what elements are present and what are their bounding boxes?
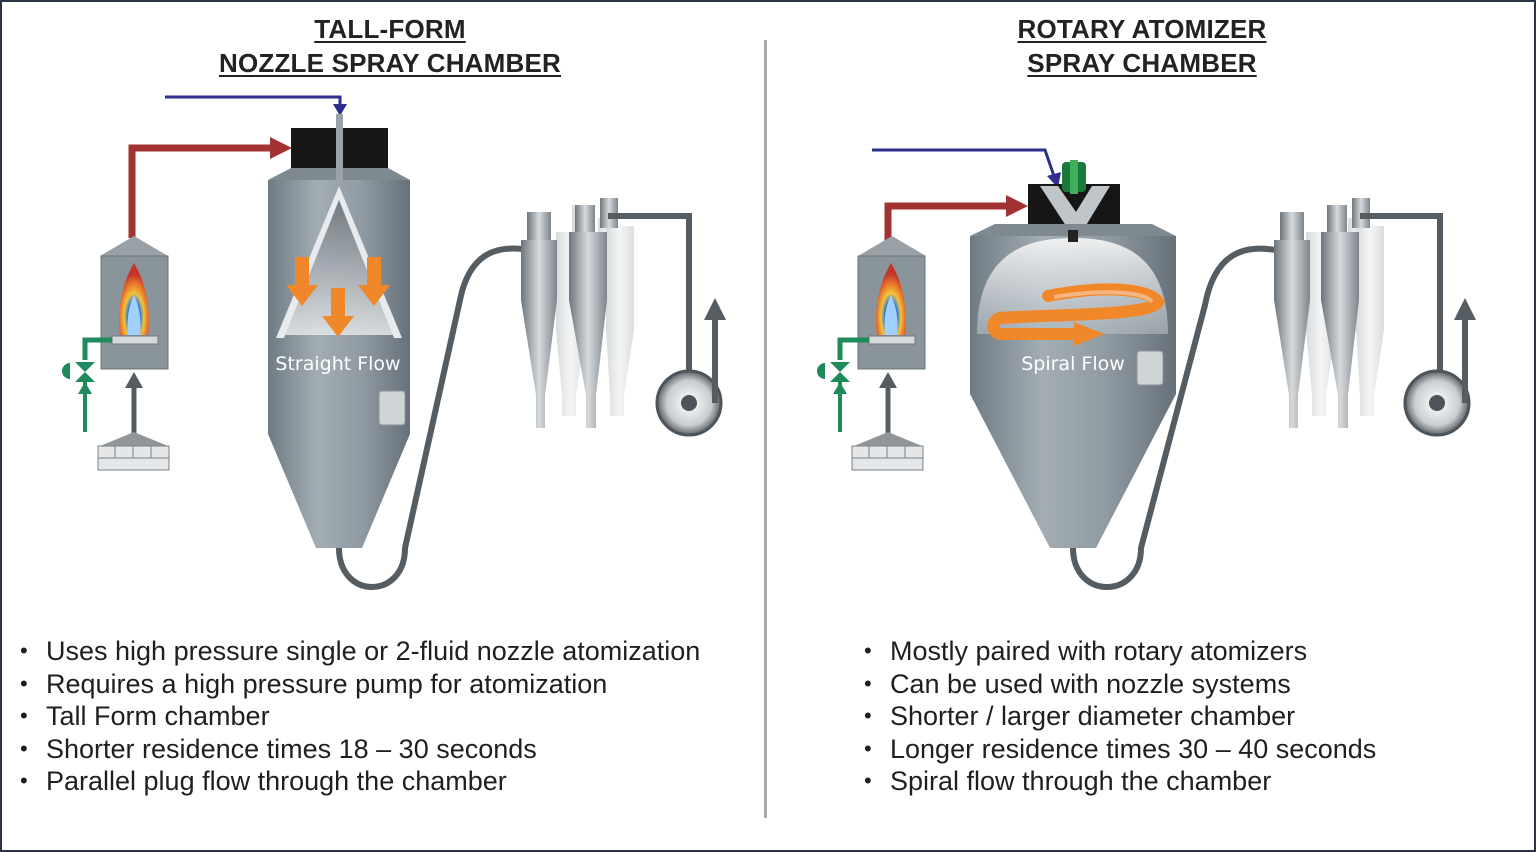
right-air-inlet-arrow — [879, 372, 897, 388]
left-cyclones — [521, 198, 634, 428]
right-atomizer-cone — [1040, 186, 1110, 232]
right-hot-air-arrow — [1006, 195, 1028, 217]
left-feed-arrow — [333, 104, 347, 116]
left-flow-arrow-3 — [322, 288, 354, 337]
list-item: Tall Form chamber — [20, 700, 700, 733]
right-title-line1: ROTARY ATOMIZER — [1017, 14, 1267, 44]
right-flow-label: Spiral Flow — [1021, 353, 1125, 375]
left-hot-air-line — [128, 144, 272, 238]
left-exhaust-duct — [608, 213, 692, 388]
right-title-line2: SPRAY CHAMBER — [1027, 48, 1257, 78]
left-gas-line — [82, 337, 112, 360]
left-spray-edge — [276, 186, 402, 338]
list-item: Uses high pressure single or 2-fluid noz… — [20, 635, 700, 668]
center-divider — [764, 40, 767, 818]
left-spray-cone — [282, 186, 396, 335]
left-product-duct — [336, 245, 531, 590]
right-exhaust-duct — [1360, 213, 1443, 388]
left-heater-hood — [100, 236, 168, 256]
right-bullet-list: Mostly paired with rotary atomizers Can … — [864, 635, 1376, 798]
left-gas-inlet-arrow — [78, 382, 92, 394]
right-cyclone-1 — [1280, 212, 1304, 242]
left-access-door — [378, 390, 406, 426]
list-item: Mostly paired with rotary atomizers — [864, 635, 1376, 668]
left-title-line2: NOZZLE SPRAY CHAMBER — [218, 48, 562, 78]
right-title: ROTARY ATOMIZER SPRAY CHAMBER — [960, 12, 1324, 80]
left-flow-arrow-1 — [286, 257, 318, 306]
right-gas-line — [837, 337, 869, 360]
right-cyclones — [1274, 198, 1384, 428]
list-item: Shorter residence times 18 – 30 seconds — [20, 733, 700, 766]
left-flow-label: Straight Flow — [275, 353, 400, 375]
right-valve-icon — [830, 362, 850, 372]
left-flow-arrow-2 — [358, 257, 390, 306]
left-flame-core — [127, 295, 141, 335]
right-access-door — [1136, 350, 1164, 386]
left-exhaust-arrow — [704, 298, 726, 320]
left-valve-icon — [75, 362, 95, 372]
left-chamber-cone — [268, 434, 410, 548]
list-item: Parallel plug flow through the chamber — [20, 765, 700, 798]
left-hot-air-arrow — [270, 137, 292, 159]
list-item: Spiral flow through the chamber — [864, 765, 1376, 798]
right-heater-hood — [858, 236, 926, 256]
left-cyclone-1 — [527, 212, 551, 242]
left-valve-handle — [62, 363, 70, 379]
left-cyclone-2 — [575, 205, 595, 235]
right-feed-line — [872, 148, 1056, 177]
right-product-duct — [1070, 245, 1276, 590]
left-air-inlet-arrow — [125, 372, 143, 388]
list-item: Longer residence times 30 – 40 seconds — [864, 733, 1376, 766]
right-system: Spiral Flow — [817, 148, 1476, 590]
left-bullet-list: Uses high pressure single or 2-fluid noz… — [20, 635, 700, 798]
left-valve-icon-lower — [75, 372, 95, 382]
left-filter-hood — [100, 432, 168, 446]
left-title-line1: TALL-FORM — [314, 14, 466, 44]
list-item: Requires a high pressure pump for atomiz… — [20, 668, 700, 701]
left-title: TALL-FORM NOZZLE SPRAY CHAMBER — [210, 12, 570, 80]
right-spiral-arrowhead — [1074, 322, 1104, 346]
right-valve-handle — [817, 363, 825, 379]
right-burner-plate — [868, 335, 916, 345]
left-system: Straight Flow — [62, 95, 726, 590]
left-burner-plate — [111, 335, 159, 345]
right-exhaust-arrow — [1454, 298, 1476, 320]
list-item: Can be used with nozzle systems — [864, 668, 1376, 701]
right-cyclone-2 — [1327, 205, 1347, 235]
left-feed-line — [165, 95, 342, 106]
list-item: Shorter / larger diameter chamber — [864, 700, 1376, 733]
left-nozzle-lance — [336, 114, 343, 186]
right-chamber-cone — [970, 394, 1176, 548]
right-spiral-flow-arrow — [987, 283, 1166, 340]
